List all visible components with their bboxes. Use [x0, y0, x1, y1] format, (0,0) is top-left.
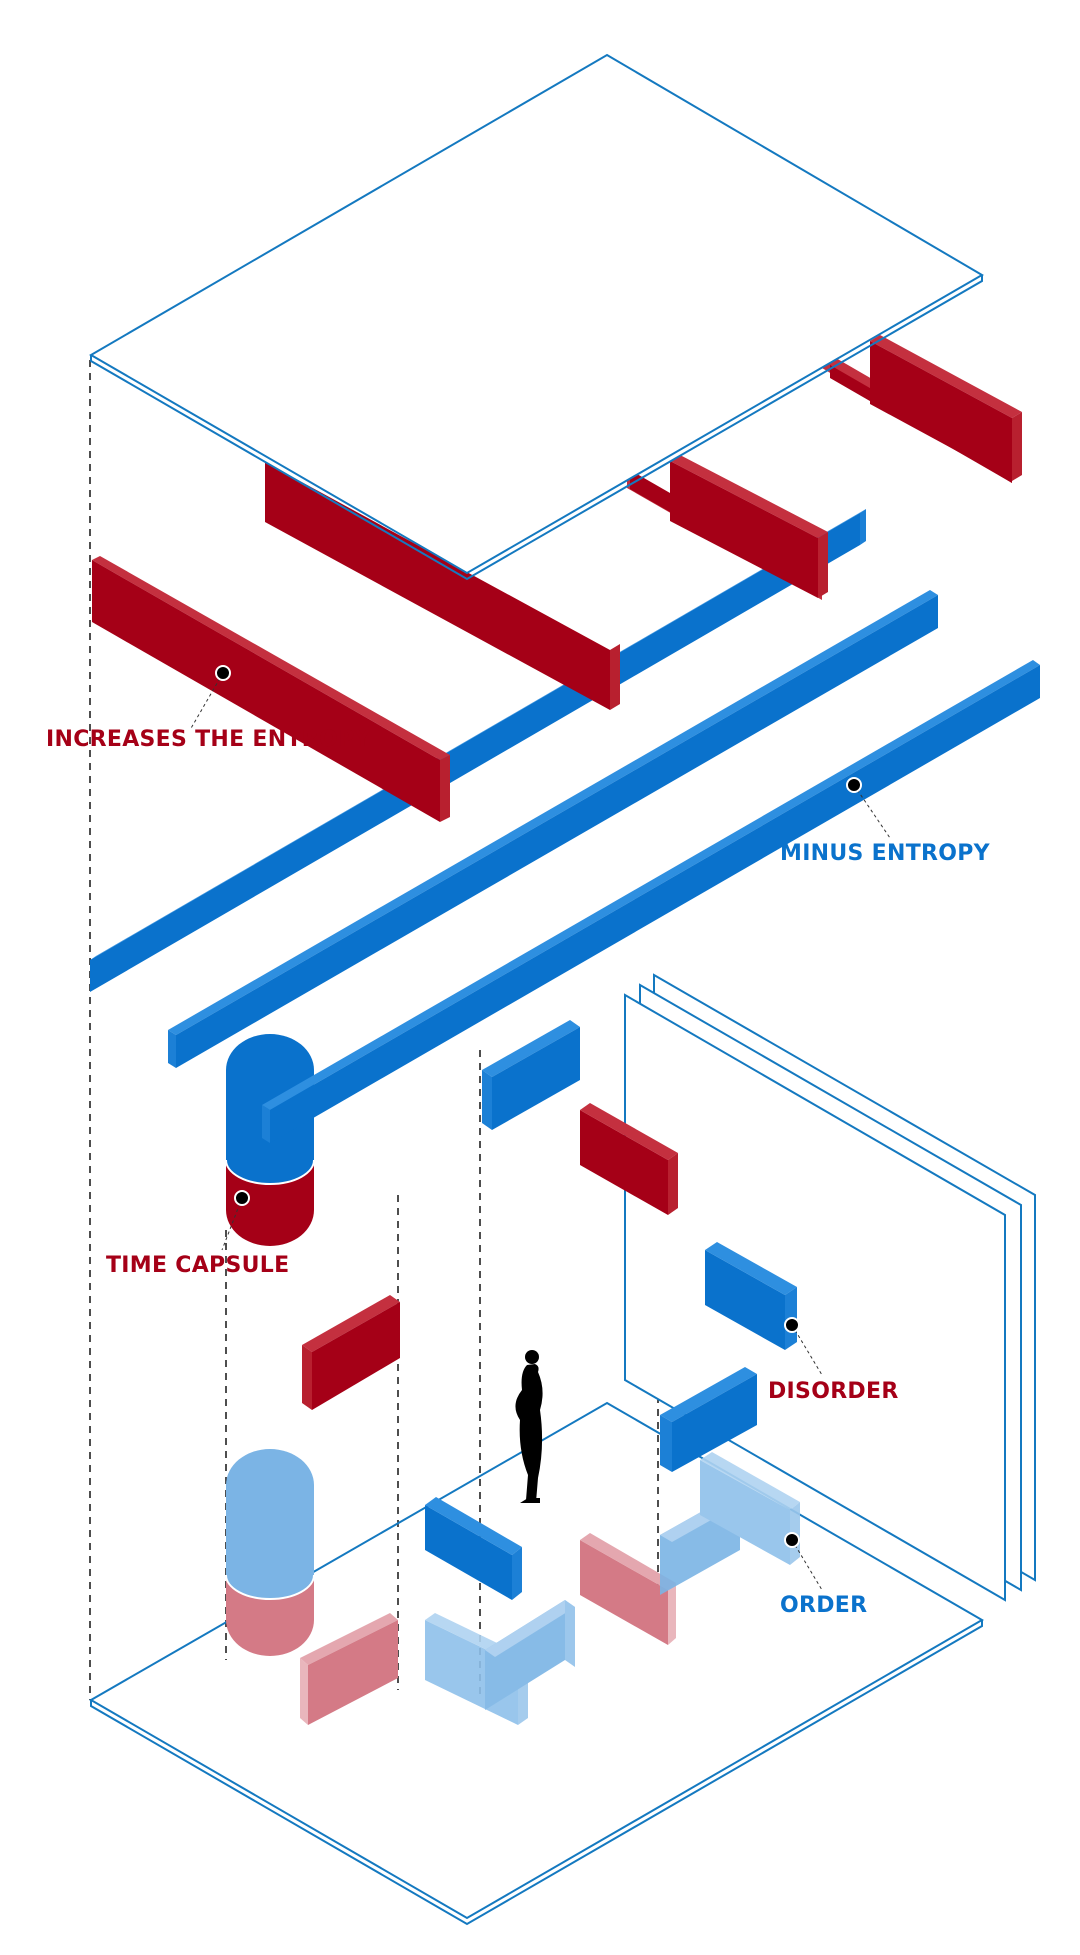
dot-marker-icon: [221, 1190, 250, 1251]
dot-marker-icon: [846, 777, 891, 839]
dot-marker-icon: [784, 1532, 823, 1591]
red-block-center: [580, 1103, 678, 1215]
solid-blocks: [302, 1020, 797, 1600]
wall-panels: [624, 973, 1036, 1602]
label-order: ORDER: [780, 1593, 867, 1618]
blue-block-top-center: [482, 1020, 580, 1130]
light-blocks: [225, 1449, 800, 1725]
blue-beam-middle: [168, 590, 938, 1068]
blue-block-mid-left: [425, 1497, 522, 1600]
red-beams: [92, 335, 1022, 822]
label-disorder: DISORDER: [768, 1379, 899, 1404]
label-increases-entropy: INCREASES THE ENTROPY: [46, 727, 371, 752]
red-beam-front-left: [92, 556, 450, 822]
light-red-block-left: [300, 1613, 398, 1725]
red-beam-far-right: [822, 335, 1022, 483]
blue-block-lower-right: [660, 1367, 757, 1472]
dot-marker-icon: [189, 665, 231, 731]
light-blue-l-block: [425, 1600, 575, 1725]
wall-panel-front: [624, 993, 1006, 1602]
roof-plate: [89, 53, 984, 581]
light-time-capsule: [225, 1449, 315, 1656]
red-beam-right: [627, 455, 828, 600]
labels: INCREASES THE ENTROPY MINUS ENTROPY TIME…: [46, 727, 991, 1618]
light-red-block-center: [580, 1533, 676, 1645]
label-time-capsule: TIME CAPSULE: [106, 1253, 289, 1278]
label-minus-entropy: MINUS ENTROPY: [780, 841, 991, 866]
blue-beam-back: [90, 509, 866, 992]
dot-marker-icon: [784, 1317, 823, 1376]
light-blue-block-right: [660, 1452, 800, 1595]
markers: [189, 665, 891, 1591]
red-beam-center: [265, 462, 620, 710]
red-block-left: [302, 1295, 400, 1410]
human-silhouette-icon: [515, 1350, 543, 1503]
